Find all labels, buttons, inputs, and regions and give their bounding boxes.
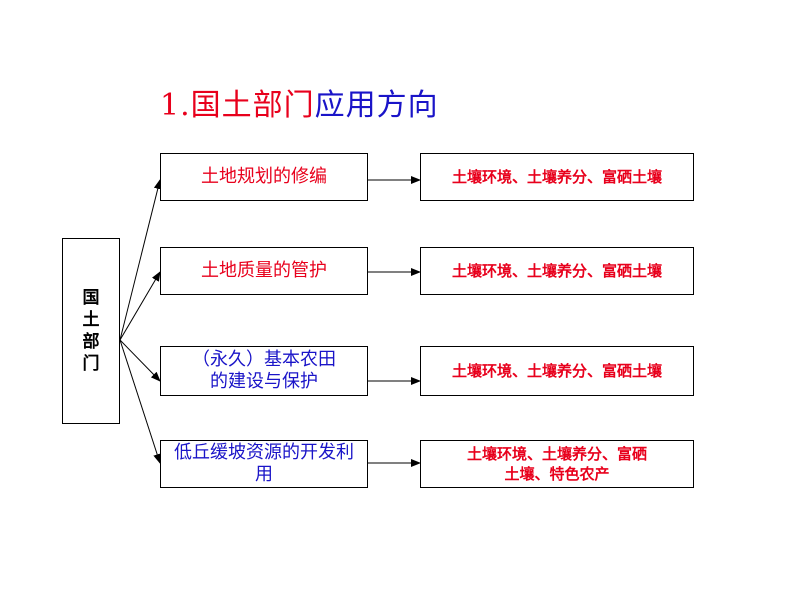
node-row-3-label: （永久）基本农田的建设与保护 — [192, 349, 336, 392]
target-row-4-label: 土壤环境、土壤养分、富硒土壤、特色农产 — [466, 445, 647, 483]
target-row-2-label: 土壤环境、土壤养分、富硒土壤 — [451, 262, 662, 280]
target-row-3-label: 土壤环境、土壤养分、富硒土壤 — [451, 362, 662, 380]
title-red-part: 国土部门 — [190, 88, 315, 123]
target-row-4: 土壤环境、土壤养分、富硒土壤、特色农产 — [420, 440, 694, 488]
arrow-root-to-row-4 — [119, 339, 162, 464]
node-row-4-label: 低丘缓坡资源的开发利用 — [174, 442, 354, 485]
title-blue-part: 应用方向 — [314, 88, 439, 123]
node-row-1: 土地规划的修编 — [160, 153, 368, 201]
node-row-4: 低丘缓坡资源的开发利用 — [160, 440, 368, 488]
node-row-2-label: 土地质量的管护 — [201, 260, 327, 281]
node-row-3: （永久）基本农田的建设与保护 — [160, 346, 368, 396]
target-row-1: 土壤环境、土壤养分、富硒土壤 — [420, 153, 694, 201]
node-row-2: 土地质量的管护 — [160, 247, 368, 295]
arrow-root-to-row-1 — [119, 179, 162, 341]
target-row-2: 土壤环境、土壤养分、富硒土壤 — [420, 247, 694, 295]
target-row-1-label: 土壤环境、土壤养分、富硒土壤 — [451, 168, 662, 186]
root-node: 国土部门 — [62, 238, 120, 424]
arrow-root-to-row-3 — [119, 339, 161, 382]
target-row-3: 土壤环境、土壤养分、富硒土壤 — [420, 346, 694, 396]
arrow-root-to-row-2 — [119, 271, 161, 341]
root-node-label: 国土部门 — [82, 288, 100, 374]
page-title: 1.国土部门应用方向 — [160, 86, 439, 126]
title-number: 1. — [160, 88, 191, 123]
node-row-1-label: 土地规划的修编 — [201, 166, 327, 187]
